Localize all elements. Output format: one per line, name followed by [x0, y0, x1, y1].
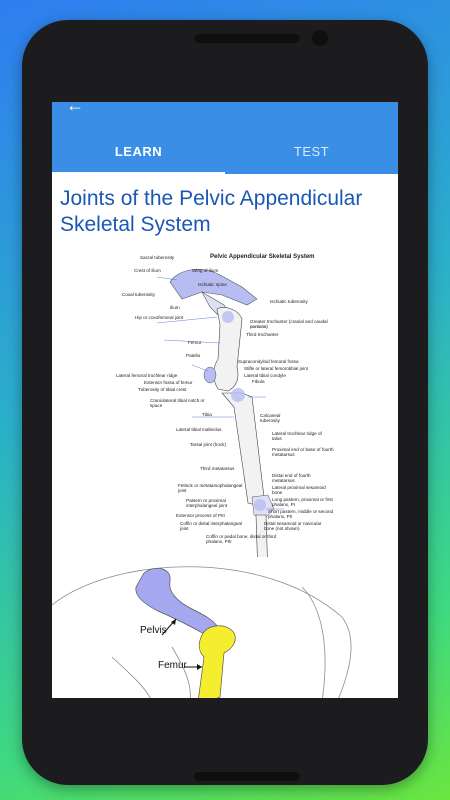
skeleton-diagram	[156, 269, 284, 557]
diagram-title: Pelvic Appendicular Skeletal System	[210, 254, 315, 260]
tab-test-label: TEST	[293, 144, 330, 159]
speaker-grille-top	[194, 34, 300, 43]
label-long-pastern: Long pastern, proximal or first phalanx,…	[272, 497, 333, 507]
page-title: Joints of the Pelvic Appendicular Skelet…	[60, 187, 363, 236]
label-fetlock-joint: Fetlock or metatarsophalangeal joint	[178, 483, 243, 493]
back-arrow-icon[interactable]: ←	[66, 102, 84, 115]
label-proximal-end-fourth-metatarsus: Proximal end or base of fourth metatarsu…	[272, 447, 334, 457]
label-sacral-tuberosity: Sacral tuberosity	[140, 255, 175, 260]
label-short-pastern: Short pastern, middle or second phalanx,…	[268, 509, 334, 519]
label-calcaneal-tuberosity: Calcaneal tuberosity	[260, 413, 281, 423]
pelvis-femur-illustration	[52, 557, 398, 698]
label-tuberosity-tibial-crest: Tuberosity of tibial crest	[138, 387, 187, 392]
label-ischiatic-tuberosity: Ischiatic tuberosity	[270, 299, 308, 304]
label-femur: Femur	[188, 340, 202, 345]
label-coxal-tuberosity: Coxal tuberosity	[122, 292, 155, 297]
label-crest-of-ilium: Crest of ilium	[134, 268, 161, 273]
label-coffin-joint: Coffin or distal interphalangeal joint	[180, 521, 242, 531]
tab-indicator	[52, 172, 225, 174]
label-supracondyloid-fossa: Supracondyloid femoral fossa	[238, 359, 299, 364]
label-stifle-joint: Stifle or lateral femorotibial joint	[244, 366, 309, 371]
front-camera	[312, 30, 328, 46]
label-ilium: Ilium	[170, 305, 180, 310]
label-extensor-process-piii: Extensor process of PIII	[176, 513, 225, 518]
label-tarsal-joint: Tarsal joint (hock)	[190, 442, 226, 447]
label-patella: Patella	[186, 353, 201, 358]
label-tibia: Tibia	[202, 412, 212, 417]
label-distal-sesamoid: Distal sesamoid or navicular bone (not s…	[264, 521, 322, 531]
label-distal-end-fourth-metatarsus: Distal end of fourth metatarsus	[272, 473, 311, 483]
app-screen: ← LEARN TEST Joints of the Pelvic Append…	[52, 102, 398, 698]
label-ischiatic-spine: Ischiatic spine	[198, 282, 227, 287]
label-hip-joint: Hip or coxofemoral joint	[135, 315, 184, 320]
label-pastern-joint: Pastern or proximal interphalangeal join…	[186, 498, 228, 508]
speaker-grille-bottom	[194, 772, 300, 781]
label-greater-trochanter: Greater trochanter (cranial and caudal p…	[250, 319, 328, 329]
label-lateral-tibial-malleolus: Lateral tibial malleolus	[176, 427, 222, 432]
label-femur-photo: Femur	[158, 660, 187, 671]
label-wing-of-ilium: Wing of ilium	[192, 268, 219, 273]
app-bar: ← LEARN TEST	[52, 102, 398, 174]
label-extensor-fossa: Extensor fossa of femur	[144, 380, 193, 385]
label-lateral-tibial-condyle: Lateral tibial condyle	[244, 373, 286, 378]
tab-learn-label: LEARN	[114, 144, 163, 159]
label-lateral-femoral-trochlear-ridge: Lateral femoral trochlear ridge	[116, 373, 178, 378]
label-lateral-trochlear-ridge-talus: Lateral trochlear ridge of talus	[272, 431, 322, 441]
label-third-metatarsus: Third metatarsus	[200, 466, 235, 471]
label-fibula: Fibula	[252, 379, 265, 384]
label-third-trochanter: Third trochanter	[246, 332, 279, 337]
label-pelvis: Pelvis	[140, 625, 167, 636]
label-lateral-proximal-sesamoid: Lateral proximal sesamoid bone	[272, 485, 326, 495]
label-coffin-bone: Coffin or pedal bone, distal or third ph…	[206, 534, 277, 544]
tab-test[interactable]: TEST	[225, 144, 398, 174]
tab-learn[interactable]: LEARN	[52, 144, 225, 174]
label-craniolateral-tibial-notch: Craniolateral tibial notch or space	[150, 398, 205, 408]
